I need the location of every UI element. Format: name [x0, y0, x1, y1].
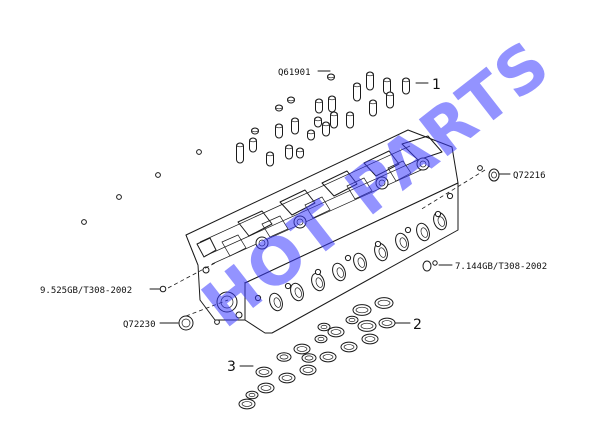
label-7144: 7.144GB/T308-2002	[455, 262, 547, 272]
watermark: HOT PARTS	[189, 27, 564, 343]
valve-guide	[346, 111, 354, 129]
cylinder-head	[185, 129, 459, 334]
seat-ring	[293, 343, 311, 355]
seat-ring	[317, 322, 331, 332]
seat-ring	[378, 317, 396, 329]
bolt-boss	[314, 268, 322, 276]
port	[416, 222, 430, 242]
seat-ring	[278, 372, 296, 384]
label-q72230: Q72230	[123, 320, 156, 330]
label-9525: 9.525GB/T308-2002	[40, 286, 132, 296]
valve-guide	[236, 142, 244, 164]
valve-guide	[402, 77, 410, 95]
seat-ring	[255, 366, 273, 378]
port	[353, 252, 367, 272]
ball-7144	[422, 260, 438, 272]
bolt-boss	[284, 282, 292, 290]
bolt-boss	[404, 226, 412, 234]
seat-ring	[319, 351, 337, 363]
seat-ring	[357, 320, 377, 332]
valve-guide	[328, 95, 336, 113]
bolt-boss	[434, 210, 442, 218]
valve-guide	[275, 104, 283, 112]
leader-lines	[149, 70, 511, 367]
valve-seat-inserts	[238, 297, 396, 410]
valve-guide	[369, 99, 377, 117]
port	[290, 282, 304, 302]
svg-text:HOT PARTS: HOT PARTS	[189, 27, 564, 343]
steel-balls	[81, 149, 483, 325]
valve-guide	[251, 127, 259, 135]
valve-guide	[330, 111, 338, 129]
bolt-boss	[254, 294, 262, 302]
valve-guide	[287, 96, 295, 104]
bolt-boss	[344, 254, 352, 262]
seat-ring	[361, 333, 379, 345]
valve-guide	[353, 82, 361, 102]
seat-ring	[245, 390, 259, 400]
seat-ring	[327, 326, 345, 338]
valve-guide	[315, 98, 323, 114]
port	[395, 232, 409, 252]
seal-q72230	[178, 315, 194, 331]
valve-guide	[327, 73, 335, 81]
valve-guide	[249, 137, 257, 153]
seat-ring	[340, 341, 358, 353]
valve-guide	[386, 91, 394, 109]
ball-9525	[159, 285, 167, 293]
valve-guide	[275, 123, 283, 139]
port	[269, 292, 283, 312]
bolt-boss	[374, 240, 382, 248]
seat-ring	[352, 304, 372, 316]
seat-ring	[276, 352, 292, 362]
valve-guide	[266, 151, 274, 167]
seal-q72216	[488, 168, 500, 182]
callout-2: 2	[413, 317, 422, 333]
seat-ring	[314, 334, 328, 344]
port	[332, 262, 346, 282]
valve-guide	[291, 117, 299, 135]
valve-guide	[314, 116, 322, 128]
seat-ring	[238, 398, 256, 410]
seat-ring	[345, 315, 359, 325]
valve-guide	[285, 144, 293, 160]
label-q61901: Q61901	[278, 68, 311, 78]
seat-ring	[374, 297, 394, 309]
valve-guide	[366, 71, 374, 91]
valve-guide	[296, 147, 304, 159]
valve-guide	[307, 129, 315, 141]
port	[374, 242, 388, 262]
valve-guide	[322, 121, 330, 137]
label-q72216: Q72216	[513, 171, 546, 181]
port	[311, 272, 325, 292]
seat-ring	[301, 353, 317, 363]
bolt-boss	[446, 192, 454, 200]
valve-guides	[236, 71, 410, 167]
seat-ring	[299, 364, 317, 376]
seat-ring	[257, 382, 275, 394]
callout-3: 3	[227, 359, 236, 375]
callout-1: 1	[432, 77, 441, 93]
